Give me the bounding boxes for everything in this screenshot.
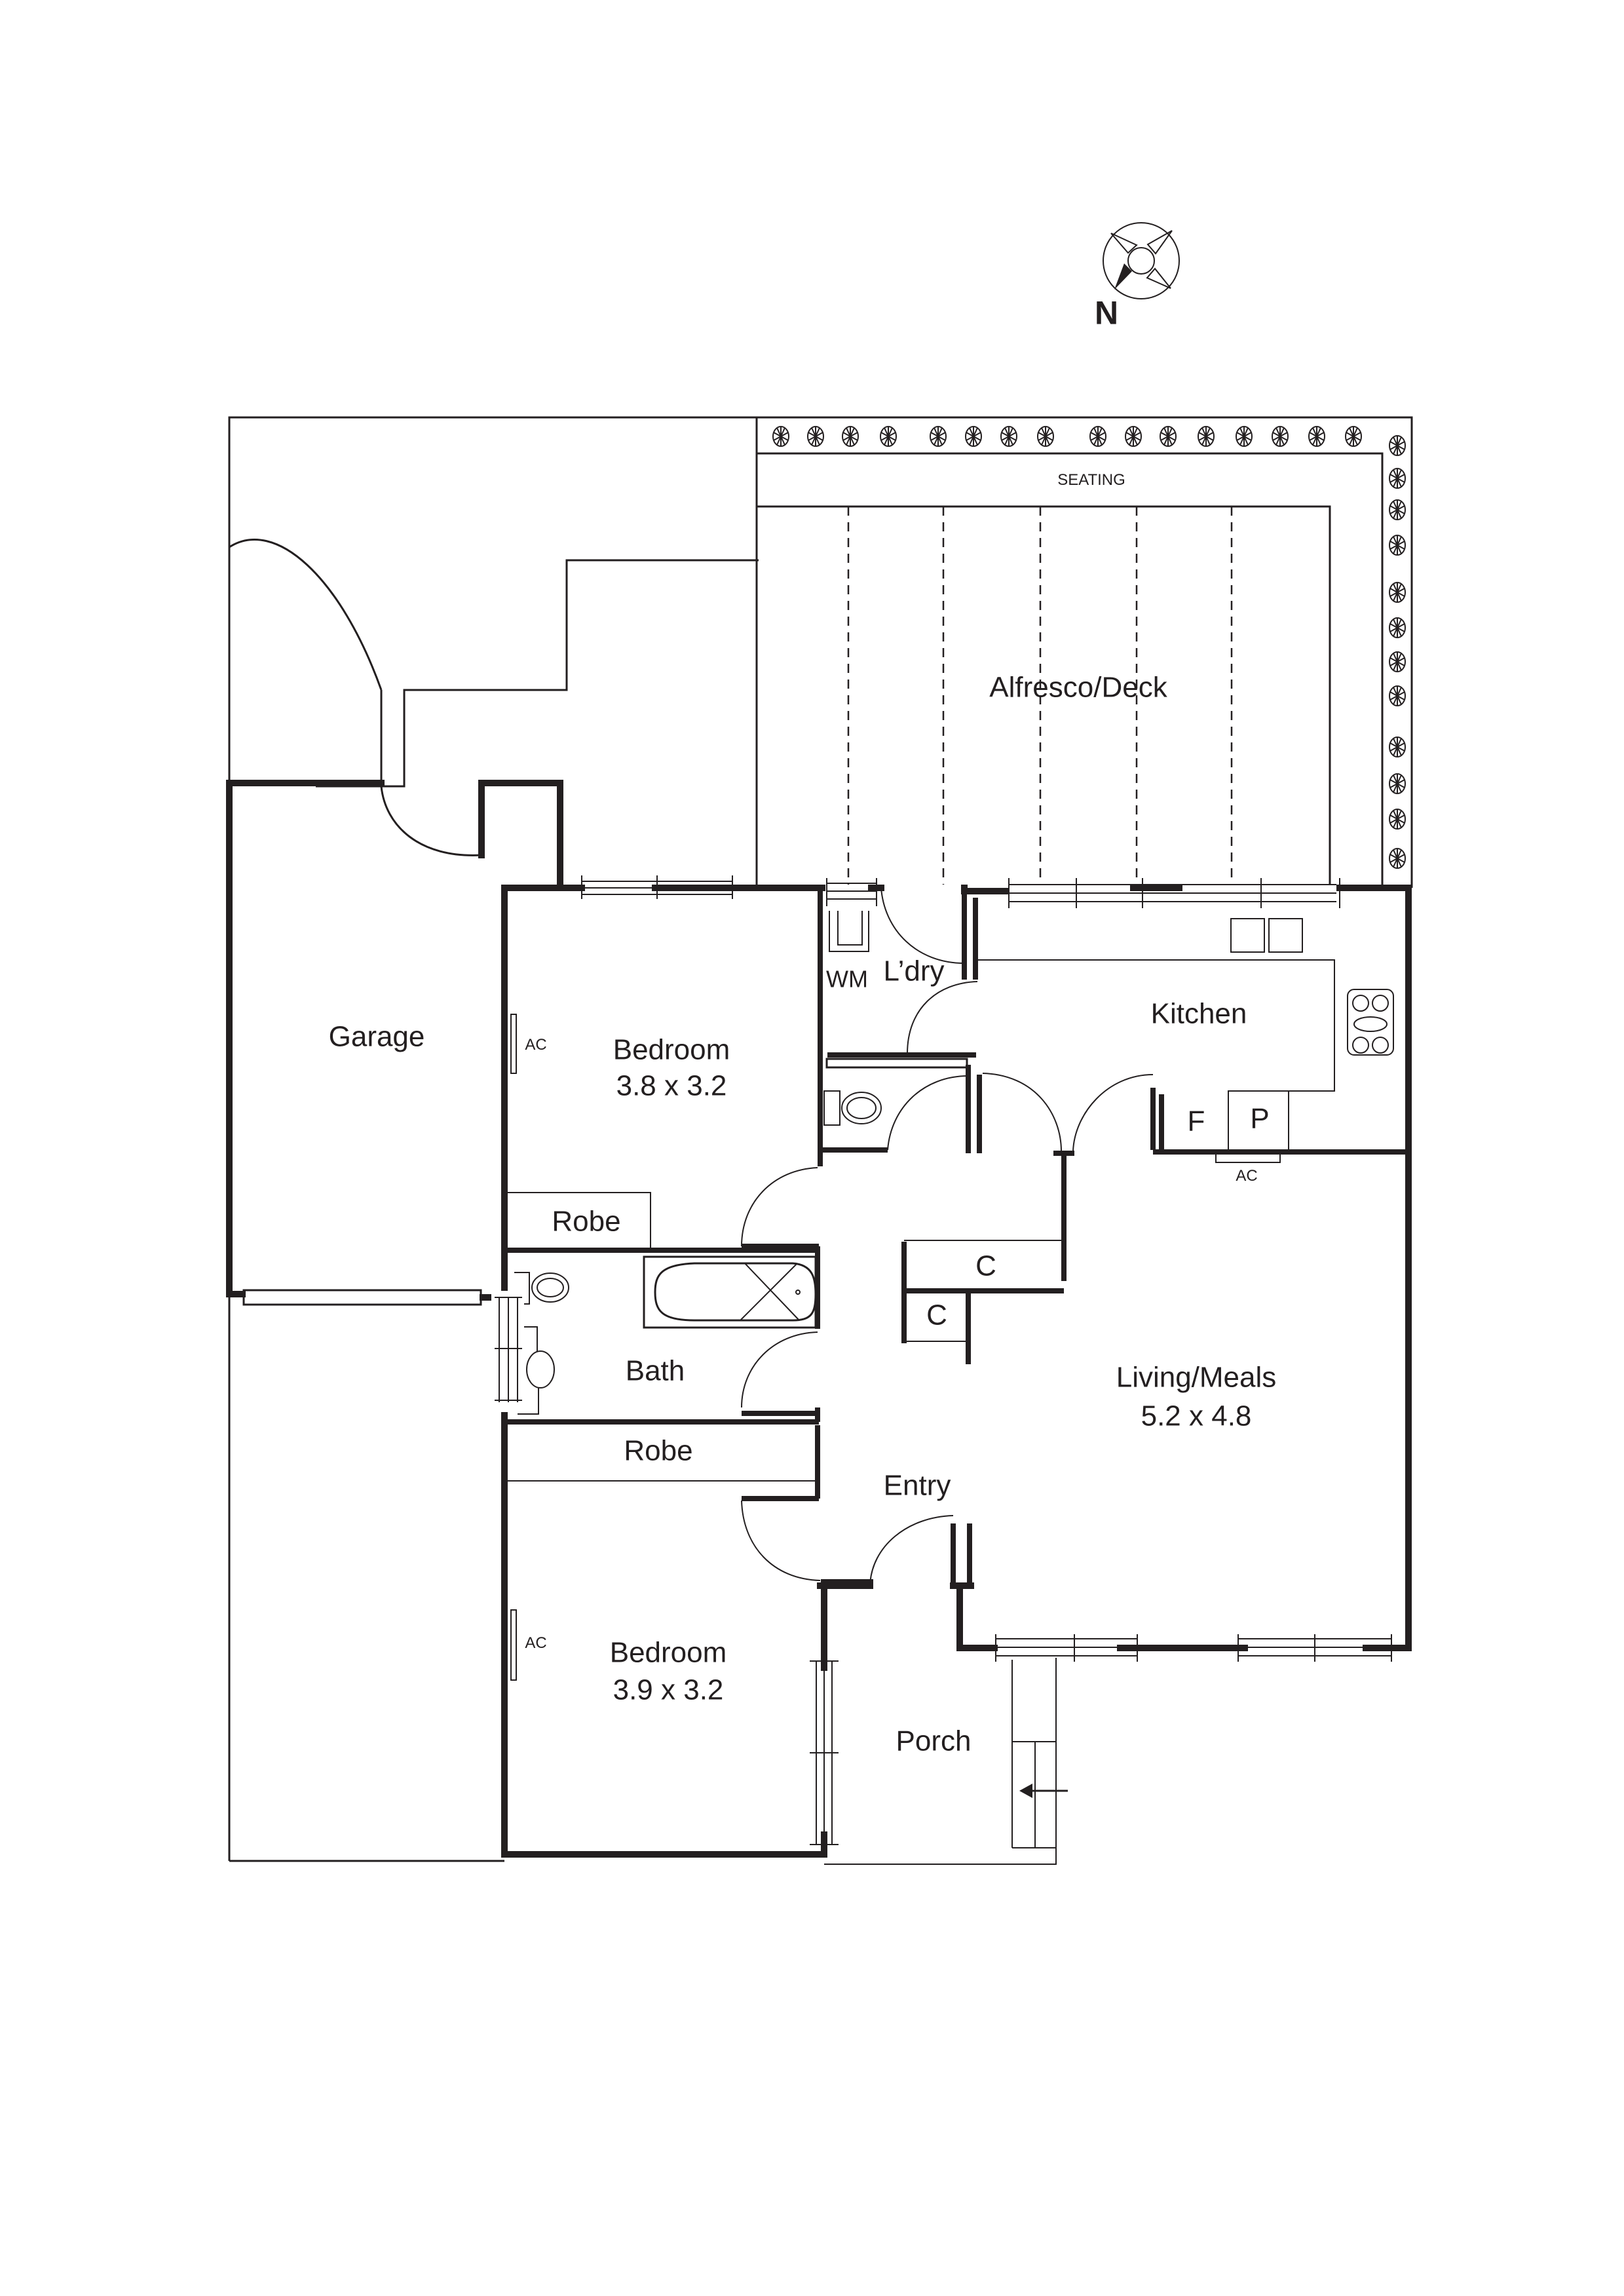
wm-label: WM bbox=[826, 965, 868, 993]
bathtub-icon bbox=[643, 1255, 817, 1329]
window-bedroom1 bbox=[581, 875, 733, 899]
ac-label-kitchen: AC bbox=[1236, 1167, 1258, 1185]
interior-walls bbox=[508, 891, 1408, 1589]
pantry-label: P bbox=[1250, 1102, 1270, 1135]
ac-label-bedroom2: AC bbox=[525, 1634, 547, 1653]
door-swings bbox=[741, 887, 1154, 1586]
room-label-bedroom2: Bedroom bbox=[609, 1636, 727, 1669]
door-front-entry bbox=[869, 1515, 954, 1586]
room-label-bath: Bath bbox=[625, 1354, 685, 1387]
seating-label: SEATING bbox=[1057, 471, 1125, 489]
alfresco-deck bbox=[755, 417, 1384, 885]
ac-unit-kitchen bbox=[1215, 1153, 1281, 1163]
shrub-hedge-right bbox=[1389, 435, 1406, 869]
door-bedroom1 bbox=[741, 1167, 818, 1247]
room-label-living: Living/Meals bbox=[1116, 1361, 1277, 1394]
room-label-garage: Garage bbox=[328, 1020, 425, 1053]
window-kitchen bbox=[1008, 878, 1340, 908]
cupboard-label-2: C bbox=[926, 1299, 947, 1331]
room-label-laundry: L’dry bbox=[883, 955, 945, 987]
room-size-living: 5.2 x 4.8 bbox=[1141, 1400, 1252, 1432]
door-kitchen-left bbox=[982, 1073, 1062, 1152]
window-laundry bbox=[826, 878, 877, 906]
door-wc bbox=[887, 1075, 969, 1151]
room-label-robe2: Robe bbox=[624, 1434, 693, 1467]
basin-icon bbox=[518, 1326, 555, 1415]
room-size-bedroom1: 3.8 x 3.2 bbox=[616, 1069, 727, 1102]
ac-unit-bedroom2 bbox=[510, 1609, 517, 1681]
toilet-icon bbox=[823, 1090, 882, 1126]
robe-bedroom1 bbox=[508, 1192, 651, 1250]
yard-outline bbox=[229, 539, 759, 788]
door-bedroom2 bbox=[741, 1500, 821, 1581]
door-kitchen-right bbox=[1072, 1074, 1154, 1152]
cooktop-icon bbox=[1347, 989, 1394, 1056]
porch-steps bbox=[824, 1658, 1057, 1865]
cupboard-label-1: C bbox=[975, 1250, 996, 1282]
window-living-south bbox=[995, 1634, 1392, 1662]
compass-icon bbox=[1103, 222, 1180, 299]
washing-machine-icon bbox=[829, 911, 869, 952]
ac-unit-bedroom1 bbox=[510, 1014, 517, 1074]
door-laundry-kitchen bbox=[907, 981, 978, 1054]
shrub-hedge-top bbox=[772, 426, 1362, 447]
door-bath bbox=[741, 1331, 818, 1408]
room-label-bedroom1: Bedroom bbox=[613, 1033, 730, 1066]
garage-outline bbox=[226, 780, 563, 1306]
room-size-bedroom2: 3.9 x 3.2 bbox=[613, 1674, 724, 1706]
entry-arrow-icon bbox=[1019, 1784, 1068, 1798]
sink-icon bbox=[1230, 918, 1303, 953]
room-label-entry: Entry bbox=[883, 1469, 951, 1502]
ac-label-bedroom1: AC bbox=[525, 1036, 547, 1054]
alfresco-deck-label: Alfresco/Deck bbox=[989, 671, 1167, 704]
door-laundry-external bbox=[880, 887, 965, 964]
room-label-porch: Porch bbox=[896, 1725, 972, 1757]
window-bedroom2-east bbox=[810, 1660, 839, 1845]
window-bath bbox=[495, 1297, 522, 1402]
kitchen-bench bbox=[976, 959, 1335, 1153]
fridge-label: F bbox=[1187, 1105, 1205, 1138]
room-label-robe1: Robe bbox=[552, 1205, 621, 1238]
windows bbox=[495, 875, 1392, 1845]
bath-toilet-icon bbox=[514, 1272, 569, 1305]
room-label-kitchen: Kitchen bbox=[1150, 997, 1247, 1030]
compass-north-label: N bbox=[1094, 294, 1119, 332]
